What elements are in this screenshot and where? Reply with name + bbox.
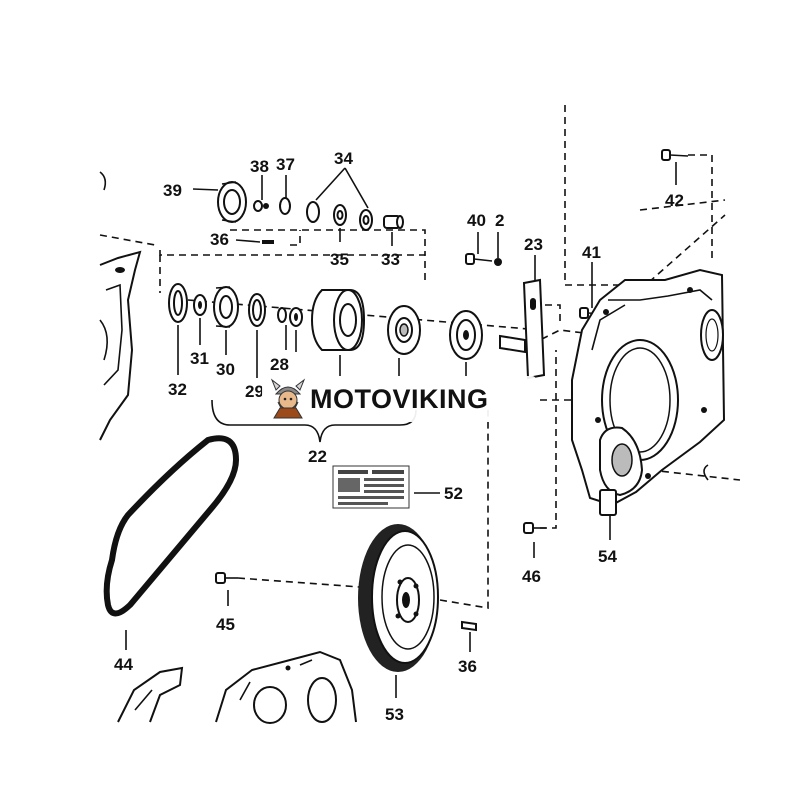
callout-37: 37: [276, 155, 295, 174]
leader-lines: [125, 162, 677, 698]
part-34-bearings: [306, 201, 373, 231]
left-housing-upper: [99, 250, 142, 441]
callout-22: 22: [308, 447, 327, 466]
callout-33: 33: [381, 250, 400, 269]
part-31-washer: [193, 294, 207, 316]
part-40-bolt-2-washer: [465, 253, 502, 266]
callout-31: 31: [190, 349, 209, 368]
part-37-oring: [279, 197, 291, 215]
callout-39: 39: [163, 181, 182, 200]
bottom-center-housing: [215, 650, 357, 724]
part-54-housing: [571, 268, 726, 516]
part-pulley-hub: [387, 305, 421, 355]
callout-42: 42: [665, 191, 684, 210]
callout-30: 30: [216, 360, 235, 379]
group-22-brace: [211, 399, 417, 443]
part-46-bolt: [523, 522, 546, 534]
part-roller-bearing: [310, 289, 366, 351]
callout-54: 54: [598, 547, 617, 566]
part-38-washer: [253, 200, 269, 212]
viking-mascot-logo: [270, 378, 306, 419]
part-52-decal: [332, 465, 410, 509]
callout-23: 23: [524, 235, 543, 254]
callout-28: 28: [270, 355, 289, 374]
callout-41: 41: [582, 243, 601, 262]
callout-34: 34: [334, 149, 353, 168]
part-36-pin-lower: [461, 620, 477, 632]
part-29-oring: [248, 293, 266, 327]
callout-2: 2: [495, 211, 504, 230]
edge-fragment-top-left: [99, 171, 107, 191]
part-23-bracket: [499, 278, 546, 380]
part-28-spacers: [277, 307, 303, 327]
bottom-left-housing: [117, 666, 184, 723]
callout-labels: 38 37 34 39 36 35 33 40 2 23 41 42 32 31…: [114, 149, 684, 724]
callout-32: 32: [168, 380, 187, 399]
part-53-flywheel: [358, 524, 439, 672]
callout-36-bottom: 36: [458, 657, 477, 676]
part-30-bearing: [213, 286, 239, 328]
watermark-banner: MOTOVIKING: [262, 376, 536, 422]
callout-35: 35: [330, 250, 349, 269]
part-42-bolt: [661, 149, 689, 161]
part-45-bolt: [215, 572, 238, 584]
callout-45: 45: [216, 615, 235, 634]
callout-52: 52: [444, 484, 463, 503]
watermark-text: MOTOVIKING: [310, 384, 489, 414]
callout-46: 46: [522, 567, 541, 586]
part-clutch-drum: [449, 310, 483, 360]
part-36-pin: [262, 240, 274, 244]
part-39-seal: [217, 181, 247, 223]
callout-38: 38: [250, 157, 269, 176]
part-33-bushing: [383, 215, 404, 229]
callout-29: 29: [245, 382, 264, 401]
callout-40: 40: [467, 211, 486, 230]
callout-36-top: 36: [210, 230, 229, 249]
part-44-belt: [103, 435, 240, 617]
callout-53: 53: [385, 705, 404, 724]
part-32-snap-ring: [168, 283, 188, 323]
callout-44: 44: [114, 655, 133, 674]
